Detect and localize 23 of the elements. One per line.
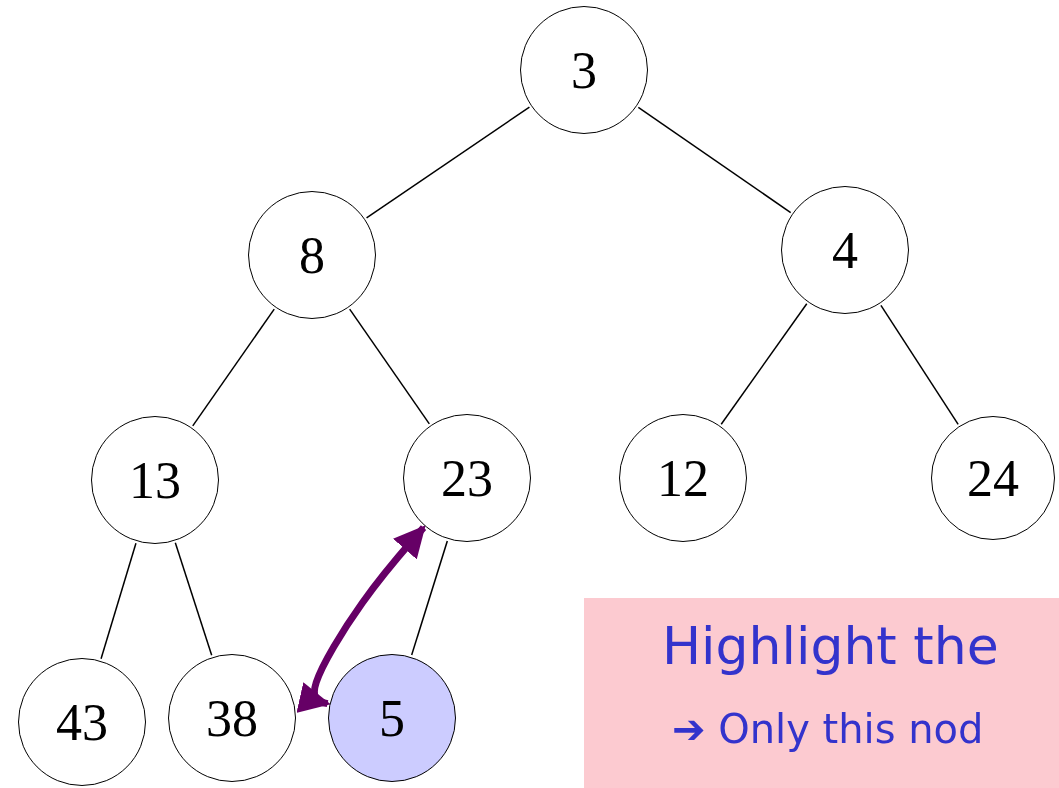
tree-edge (880, 304, 959, 426)
node-value: 23 (441, 448, 493, 508)
note-text: ➔ Only this nod (672, 706, 984, 752)
double-arrow (296, 525, 427, 713)
note-panel (584, 598, 1059, 788)
node-value: 8 (299, 225, 325, 285)
tree-edge (174, 542, 213, 656)
node-value: 24 (967, 448, 1019, 508)
node-value: 13 (129, 450, 181, 510)
node-value: 3 (571, 40, 597, 100)
tree-edge (192, 308, 275, 427)
node-value: 12 (657, 448, 709, 508)
note-heading: Highlight the (662, 616, 999, 676)
node-value: 5 (379, 688, 405, 748)
tree-edge (365, 106, 531, 219)
tree-edge (720, 303, 808, 425)
tree-edge (100, 542, 137, 660)
tree-edge (637, 106, 792, 214)
node-value: 43 (56, 692, 108, 752)
tree-edge (410, 540, 449, 656)
tree-edge (348, 308, 431, 425)
node-value: 38 (206, 688, 258, 748)
node-value: 4 (832, 220, 858, 280)
